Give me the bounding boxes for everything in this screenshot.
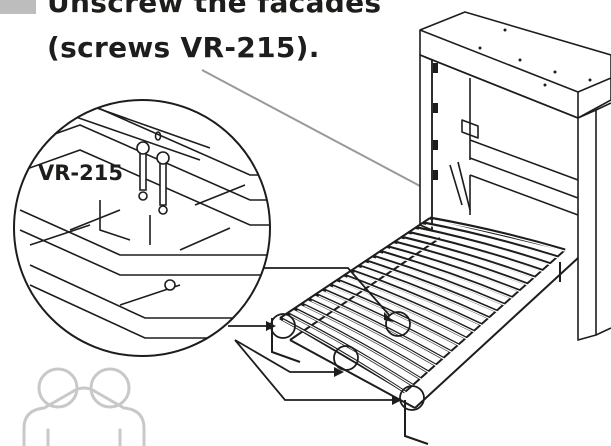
bed-slat-highlight (404, 238, 538, 280)
two-people-icon (22, 367, 146, 446)
bed-slat-highlight (382, 252, 515, 300)
bed-slat (386, 245, 520, 292)
callout-circle-2 (385, 311, 411, 337)
bed-slat-highlight (318, 295, 447, 361)
bed-slat (408, 230, 543, 272)
bed-slat (365, 259, 498, 313)
bed-slat-highlight (332, 286, 462, 348)
bed-slat-highlight (339, 281, 470, 341)
step-title-line-2: (screws VR-215). (47, 31, 320, 64)
bed-slat-highlight (411, 233, 546, 273)
bed-slat-highlight (397, 243, 531, 287)
bed-slat-highlight (375, 257, 508, 307)
zoom-detail (13, 99, 271, 357)
bed-frame (279, 217, 579, 409)
bed-slat-highlight (311, 300, 439, 368)
bed-slat (415, 226, 551, 265)
bed-slat-highlight (368, 262, 500, 314)
callout-circle-4 (399, 385, 425, 411)
bed-slat-highlight (282, 319, 409, 395)
bed-slat-highlight (361, 267, 493, 321)
bed-slat-highlight (354, 271, 485, 327)
callout-circle-3 (333, 345, 359, 371)
step-marker (0, 0, 36, 14)
screw-code-label: VR-215 (38, 161, 123, 185)
zoom-leader-line (201, 69, 421, 187)
bed-slat (429, 216, 566, 252)
wall-bed-cabinet (419, 11, 611, 341)
cabinet-hinges (433, 28, 592, 180)
bed-slat (379, 249, 513, 299)
bed-slat-highlight (425, 224, 561, 260)
pointer-arrows (228, 267, 395, 401)
bed-slat-highlight (418, 228, 553, 267)
step-title-line-1: Unscrew the facades (47, 0, 382, 19)
arrowheads (266, 312, 402, 405)
bed-slat (372, 254, 505, 306)
bed-slat-highlight (432, 219, 569, 253)
bed-slat-highlight (304, 305, 432, 375)
bed-slat (401, 235, 536, 279)
bed-slat-highlight (389, 247, 523, 294)
bed-slat-highlight (297, 309, 424, 381)
bed-slat (393, 240, 528, 286)
bed-slat (422, 221, 558, 259)
